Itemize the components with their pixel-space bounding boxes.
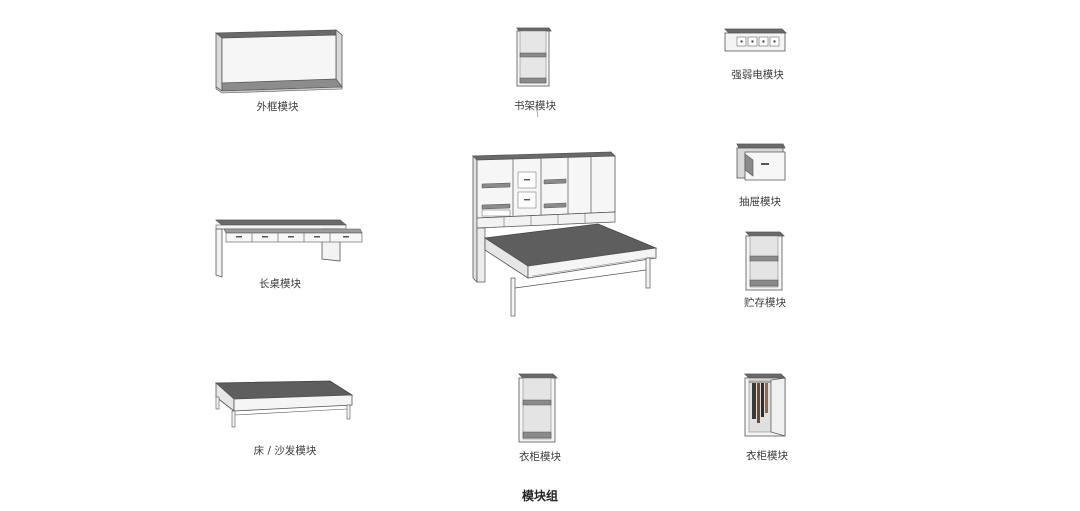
bookshelf-module: 书架模块: [505, 25, 565, 120]
power-data-module: 强弱电模块: [720, 25, 795, 85]
desk-drawers: [223, 228, 363, 243]
bookshelf-label: 书架模块: [514, 100, 556, 112]
figure-caption: 模块组: [521, 489, 558, 503]
wardrobe-hanging-module: 衣柜模块: [735, 370, 800, 465]
bed-sofa-module: 床 / 沙发模块: [210, 375, 360, 460]
hanging-clothes-icon: [752, 383, 768, 423]
wardrobe-hanging-drawing: [744, 373, 786, 437]
bed-sofa-label: 床 / 沙发模块: [253, 445, 317, 457]
drawer-module: 抽屉模块: [725, 140, 795, 212]
assembled-unit: [468, 150, 663, 320]
power-data-drawing: [724, 28, 787, 52]
drawer-label: 抽屉模块: [739, 196, 781, 208]
outer-frame-module: 外框模块: [210, 25, 350, 115]
drawer-drawing: [736, 143, 786, 181]
outer-frame-label: 外框模块: [256, 101, 299, 113]
assembled-unit-drawing: [472, 151, 658, 317]
bed-sofa-drawing: [214, 380, 354, 428]
wardrobe-shelf-drawing: [518, 373, 558, 443]
power-data-label: 强弱电模块: [731, 69, 784, 81]
wardrobe-shelf-module: 衣柜模块: [505, 370, 575, 465]
storage-label: 贮存模块: [744, 297, 786, 309]
wardrobe-hanging-label: 衣柜模块: [746, 450, 788, 462]
storage-drawing: [745, 231, 785, 291]
bookshelf-drawing: [516, 27, 552, 118]
wardrobe-shelf-label: 衣柜模块: [519, 451, 561, 463]
long-desk-label: 长桌模块: [259, 278, 301, 290]
outer-frame-drawing: [214, 29, 344, 94]
storage-module: 贮存模块: [730, 228, 800, 313]
long-desk-drawing: [214, 219, 363, 278]
long-desk-module: 长桌模块: [210, 215, 370, 295]
